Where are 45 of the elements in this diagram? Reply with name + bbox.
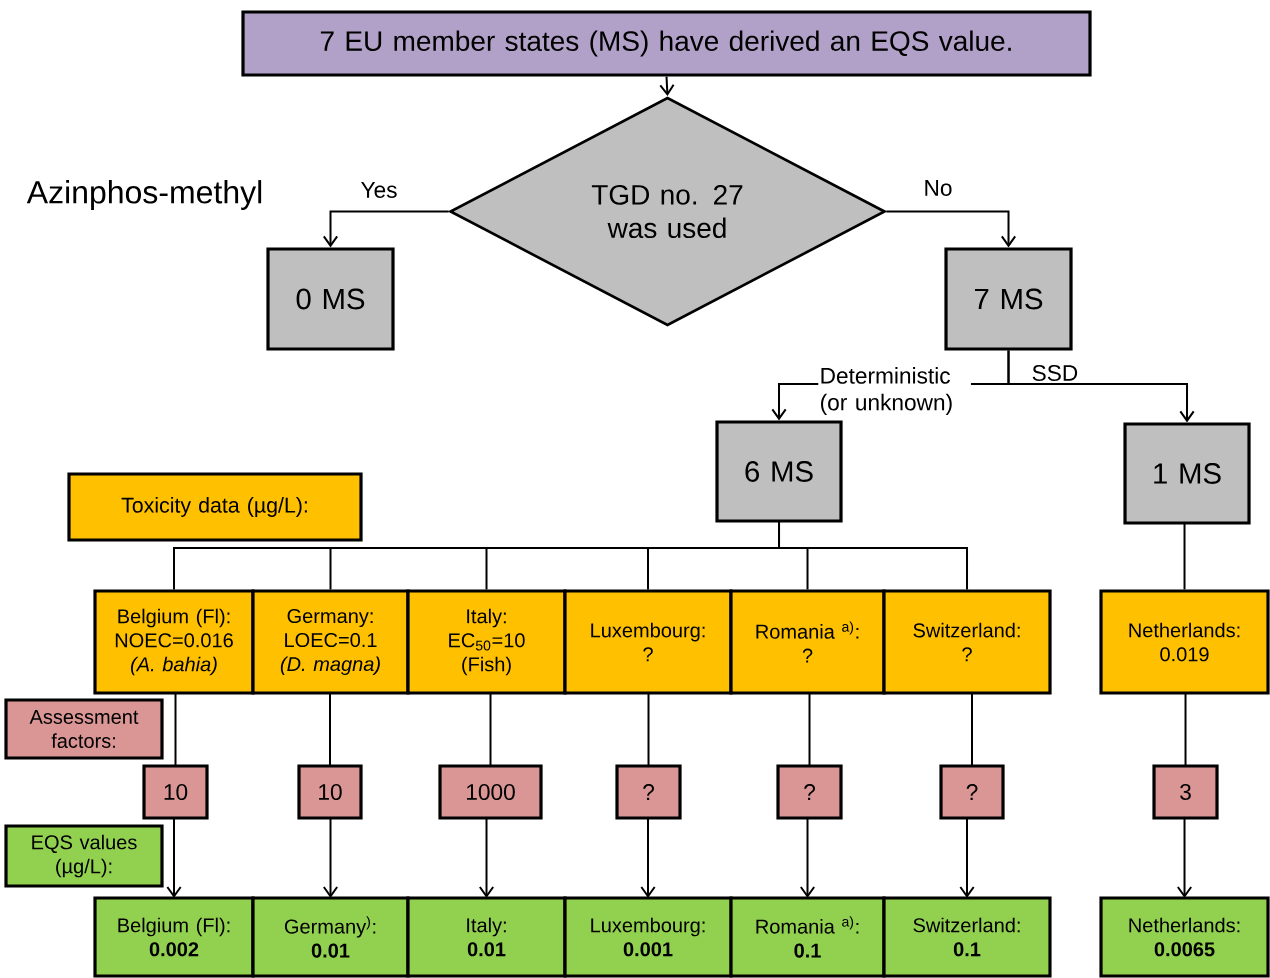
toxicity-box: Switzerland: ? [882, 589, 1052, 695]
eqs-box: Italy: 0.01 [406, 896, 567, 978]
toxicity-box: Belgium (Fl): NOEC=0.016 (A. bahia) [93, 589, 255, 695]
factor-box: ? [615, 764, 682, 820]
heading-box: Assessment factors: [4, 698, 164, 760]
arrow [322, 210, 450, 248]
edge-label: No [922, 178, 954, 198]
toxicity-box: Netherlands: 0.019 [1099, 589, 1270, 695]
heading-box: Toxicity data (µg/L): [67, 472, 363, 542]
factor-box: 10 [142, 764, 209, 820]
title-box: 7 EU member states (MS) have derived an EQS value. [241, 10, 1092, 77]
eqs-box: Romania $^{a)}$: 0.1 [729, 896, 886, 978]
eqs-box: Netherlands: 0.0065 [1099, 896, 1270, 978]
toxicity-box: Germany: LOEC=0.1 (D. magna) [251, 589, 410, 695]
heading-box: EQS values (µg/L): [4, 824, 164, 888]
arrow [885, 210, 1017, 248]
count-box: 0 MS [266, 247, 395, 351]
edge-label: Yes [359, 180, 399, 200]
eqs-box: Switzerland: 0.1 [882, 896, 1052, 978]
count-box: 7 MS [944, 247, 1073, 351]
factor-box: 1000 [438, 764, 543, 820]
edge-label: SSD [1030, 363, 1080, 383]
factor-box: ? [776, 764, 843, 820]
count-box: 1 MS [1123, 422, 1251, 525]
toxicity-box: Luxembourg: ? [563, 589, 733, 695]
toxicity-box: Italy: EC$_{50}$=10 (Fish) [406, 589, 567, 695]
toxicity-box: Romania $^{a)}$: ? [729, 589, 886, 695]
arrow [659, 75, 675, 97]
arrow [640, 817, 656, 898]
eqs-box: Germany$^{)}$: 0.01 [251, 896, 410, 978]
arrow [322, 817, 339, 898]
substance-label: Azinphos-methyl [26, 180, 262, 210]
eqs-box: Belgium (Fl): 0.002 [93, 896, 255, 978]
factor-box: ? [939, 764, 1005, 820]
count-box: 6 MS [715, 420, 843, 523]
edge-label: Deterministic (or unknown) [818, 365, 971, 417]
arrow [799, 817, 816, 898]
arrow [959, 817, 975, 898]
arrow [1176, 817, 1193, 898]
arrow [478, 817, 495, 898]
arrow [166, 817, 182, 898]
factor-box: 10 [297, 764, 363, 820]
factor-box: 3 [1152, 764, 1219, 820]
eqs-box: Luxembourg: 0.001 [563, 896, 733, 978]
arrow [1007, 349, 1195, 423]
